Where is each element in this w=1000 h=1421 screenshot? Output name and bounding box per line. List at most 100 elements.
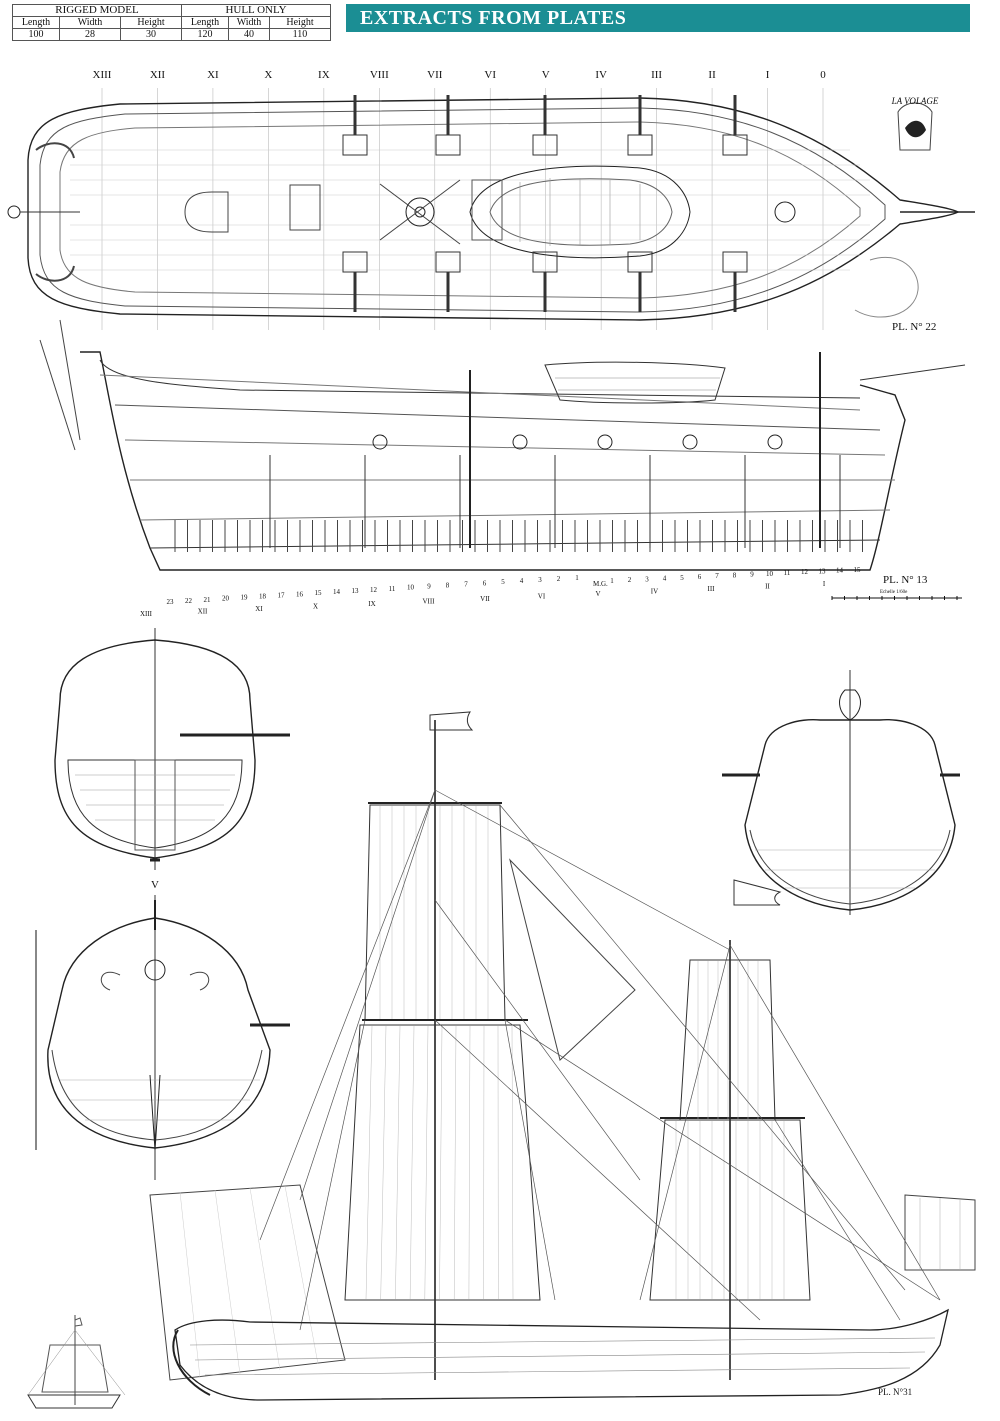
- roman-marker: IV: [651, 588, 658, 596]
- frame-number: 14: [333, 588, 341, 596]
- main-course: [344, 1024, 541, 1301]
- profile-gun: [597, 434, 613, 450]
- frame-number: 15: [315, 589, 323, 597]
- rigging-plan: PL. N°31: [149, 711, 976, 1401]
- roman-marker: I: [823, 580, 826, 588]
- page-title: EXTRACTS FROM PLATES: [346, 4, 970, 32]
- frame-number: 17: [278, 591, 286, 599]
- sail-seam: [511, 1025, 514, 1300]
- roman-marker: VI: [538, 593, 546, 601]
- roman-marker: VII: [480, 595, 490, 603]
- bow-outline: [744, 718, 956, 911]
- frame-number: 22: [185, 597, 193, 605]
- frame-number: 8: [733, 571, 737, 579]
- frame-label: VII: [427, 69, 443, 81]
- profile-gun: [372, 434, 388, 450]
- frame-number: 8: [446, 582, 450, 590]
- roman-marker: IX: [368, 600, 375, 608]
- frame-label: VIII: [370, 69, 389, 81]
- dimensions-table: RIGGED MODEL HULL ONLY Length Width Heig…: [12, 4, 331, 41]
- frame-label: III: [651, 69, 662, 81]
- frame-number: 12: [370, 586, 378, 594]
- frame-number: 1: [575, 574, 579, 582]
- frame-number: 5: [680, 574, 684, 582]
- frame-number: 13: [819, 567, 827, 575]
- frame-label: I: [766, 69, 770, 81]
- frame-number: 5: [501, 578, 505, 586]
- profile-boat: [544, 361, 726, 404]
- frame-label: II: [708, 69, 716, 81]
- profile-gun: [682, 434, 698, 450]
- stern-outline: [47, 917, 271, 1149]
- frame-number: 19: [241, 594, 249, 602]
- sail-seam: [424, 1025, 429, 1300]
- frame-number: 6: [698, 573, 702, 581]
- sail-seam: [395, 1025, 401, 1300]
- frame-number: 4: [663, 575, 667, 583]
- scale-label: Echelle 1/60e: [880, 590, 908, 595]
- frame-number: 20: [222, 595, 230, 603]
- deck-gun: [627, 134, 653, 156]
- sail-seam: [409, 1025, 415, 1300]
- frame-number: 7: [464, 580, 468, 588]
- frame-label: V: [542, 69, 550, 81]
- frame-label: VI: [484, 69, 496, 81]
- value-cell: 110: [269, 28, 331, 41]
- deck-gun: [435, 134, 461, 156]
- frame-number: 18: [259, 593, 267, 601]
- frame-number: 9: [427, 583, 431, 591]
- frame-number: 3: [538, 576, 542, 584]
- section-label-v: V: [151, 879, 159, 891]
- value-cell: 40: [228, 28, 270, 41]
- frame-number: 11: [389, 585, 396, 593]
- frame-label: 0: [820, 69, 826, 81]
- sail-seam: [380, 1025, 387, 1300]
- emblem-text: LA VOLAGE: [891, 96, 939, 106]
- thumbnail-ship: [27, 1315, 126, 1409]
- roman-marker: XIII: [140, 610, 153, 618]
- deck-gun: [342, 134, 368, 156]
- scale-bar: [831, 596, 962, 600]
- frame-number: 14: [836, 567, 844, 575]
- longboat: [469, 165, 691, 259]
- frame-number: 3: [645, 575, 649, 583]
- roman-marker: XI: [255, 605, 263, 613]
- frame-number: 12: [801, 568, 809, 576]
- frame-label: X: [264, 69, 272, 81]
- frame-number: 21: [204, 596, 212, 604]
- stern-view: [35, 895, 290, 1180]
- la-volage-emblem: LA VOLAGE: [891, 96, 939, 151]
- roman-marker: II: [765, 583, 770, 591]
- midship-label: M.G.: [593, 580, 608, 588]
- sail-seam: [453, 1025, 457, 1300]
- roman-marker: VIII: [422, 598, 435, 606]
- frame-number: 2: [557, 575, 561, 583]
- section-outline: [54, 639, 256, 859]
- frame-number: 1: [610, 577, 614, 585]
- frame-label: XI: [207, 69, 219, 81]
- frame-number: 4: [520, 577, 524, 585]
- frame-number: 23: [167, 598, 175, 606]
- plate-label-31: PL. N°31: [878, 1387, 912, 1397]
- frame-label: IV: [595, 69, 607, 81]
- frame-number: 2: [628, 576, 632, 584]
- roman-marker: III: [708, 585, 716, 593]
- deck-hull-outline: [27, 97, 960, 321]
- roman-marker: V: [595, 590, 600, 598]
- frame-number: 11: [784, 569, 791, 577]
- plate-label-13: PL. N° 13: [883, 574, 928, 586]
- rigging-hull: [174, 1308, 949, 1401]
- frame-label: XII: [150, 69, 166, 81]
- roman-marker: XII: [198, 608, 208, 616]
- frame-number: 6: [483, 579, 487, 587]
- frame-number: 13: [352, 587, 360, 595]
- frame-label: XIII: [93, 69, 112, 81]
- frame-number: 16: [296, 590, 304, 598]
- frame-number: 10: [407, 584, 415, 592]
- profile-gun: [767, 434, 783, 450]
- value-cell: 120: [181, 28, 229, 41]
- fore-topsail: [679, 959, 776, 1121]
